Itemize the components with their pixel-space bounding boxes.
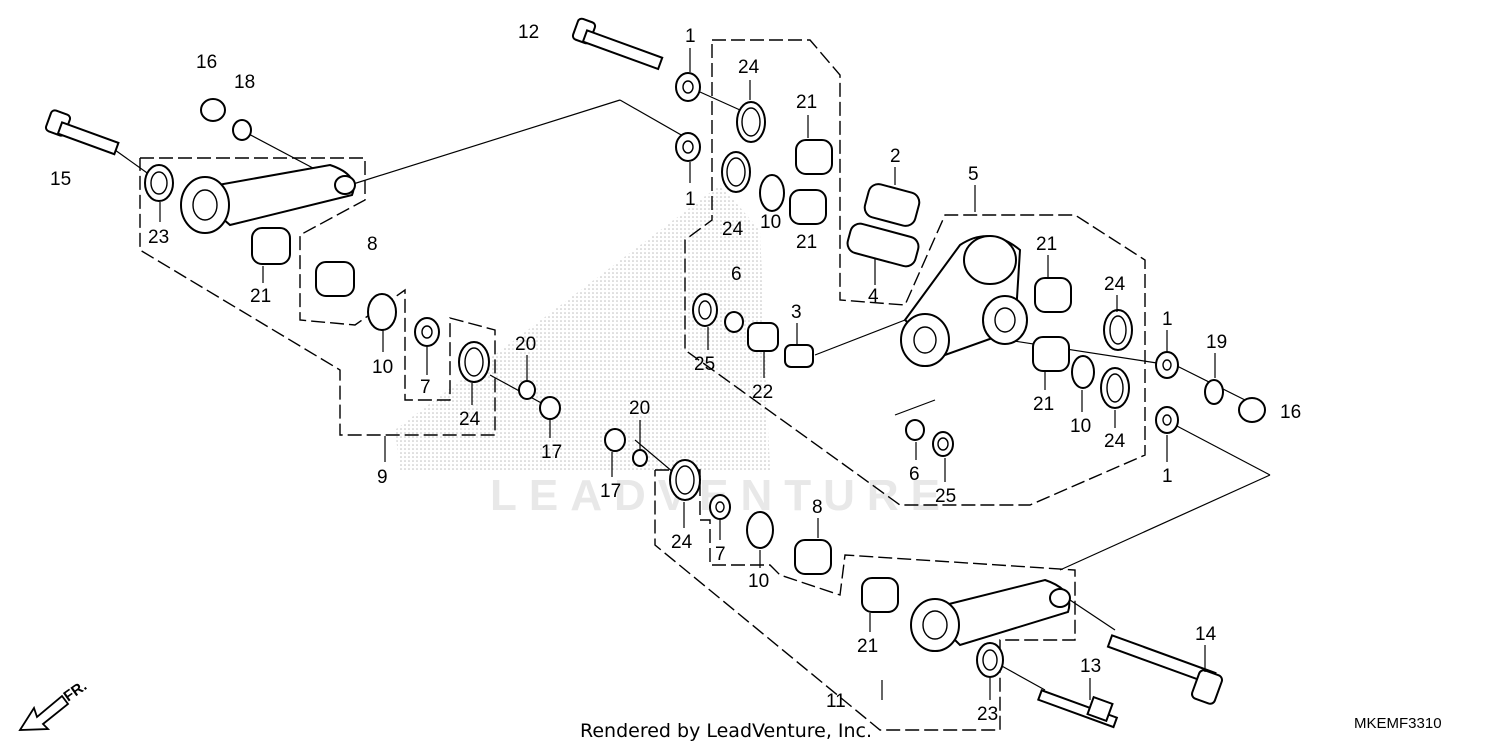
part-link-center [900, 235, 1028, 367]
label-part-21: 21 [796, 232, 817, 253]
label-part-24: 24 [738, 57, 760, 78]
outline-lower-link [654, 469, 1076, 731]
label-part-1: 1 [1162, 466, 1173, 487]
label-part-18: 18 [234, 72, 255, 93]
arrow-icon [18, 694, 70, 731]
label-part-24: 24 [1104, 431, 1126, 452]
part-washers [144, 72, 1266, 678]
label-part-17: 17 [541, 442, 562, 463]
label-part-23: 23 [977, 704, 998, 725]
part-bolt-14 [1106, 634, 1223, 705]
label-part-6: 6 [909, 464, 920, 485]
label-part-22: 22 [752, 382, 773, 403]
label-part-23: 23 [148, 227, 169, 248]
label-part-10: 10 [372, 357, 393, 378]
label-part-17: 17 [600, 481, 621, 502]
label-part-6: 6 [731, 264, 742, 285]
label-part-20: 20 [629, 398, 650, 419]
outline-center-link [684, 39, 1146, 506]
part-bolt-12 [571, 17, 664, 71]
label-part-10: 10 [760, 212, 781, 233]
part-labels: 1 1 1 1 2 3 4 5 6 6 7 7 8 8 9 10 10 10 1… [50, 22, 1301, 725]
label-part-1: 1 [685, 189, 696, 210]
label-part-19: 19 [1206, 332, 1227, 353]
label-part-15: 15 [50, 169, 71, 190]
label-part-12: 12 [518, 22, 539, 43]
part-link-arm-lower [910, 578, 1071, 652]
group-outlines [139, 39, 1146, 731]
watermark-shade [395, 185, 770, 470]
direction-arrow: FR. [18, 677, 90, 731]
label-part-7: 7 [420, 377, 431, 398]
label-part-24: 24 [671, 532, 693, 553]
label-part-8: 8 [367, 234, 378, 255]
label-part-7: 7 [715, 544, 726, 565]
part-bearings [251, 139, 1072, 613]
credit-text: Rendered by LeadVenture, Inc. [580, 720, 872, 742]
label-part-21: 21 [250, 286, 271, 307]
label-part-10: 10 [748, 571, 769, 592]
label-part-24: 24 [1104, 274, 1126, 295]
label-part-1: 1 [1162, 309, 1173, 330]
label-part-21: 21 [796, 92, 817, 113]
label-part-25: 25 [935, 486, 956, 507]
label-part-11: 11 [826, 691, 846, 712]
diagram-code: MKEMF3310 [1354, 715, 1442, 732]
label-part-4: 4 [868, 286, 879, 307]
label-part-2: 2 [890, 146, 901, 167]
label-part-21: 21 [1033, 394, 1054, 415]
part-link-arm-upper [180, 163, 356, 234]
part-bolt-13 [1037, 689, 1119, 729]
label-part-1: 1 [685, 26, 696, 47]
label-part-13: 13 [1080, 656, 1101, 677]
label-part-21: 21 [1036, 234, 1057, 255]
label-part-5: 5 [968, 164, 979, 185]
label-part-25: 25 [694, 354, 715, 375]
label-part-16: 16 [1280, 402, 1301, 423]
label-ticks [159, 48, 1216, 700]
label-part-24: 24 [459, 409, 481, 430]
label-part-10: 10 [1070, 416, 1091, 437]
label-part-24: 24 [722, 219, 744, 240]
label-part-14: 14 [1195, 624, 1217, 645]
outline-upper-left-link [139, 157, 496, 436]
part-collars [315, 183, 921, 575]
label-part-20: 20 [515, 334, 536, 355]
label-part-3: 3 [791, 302, 802, 323]
label-part-21: 21 [857, 636, 878, 657]
label-part-16: 16 [196, 52, 217, 73]
label-part-8: 8 [812, 497, 823, 518]
part-bolt-15 [44, 109, 120, 156]
label-part-9: 9 [377, 467, 388, 488]
